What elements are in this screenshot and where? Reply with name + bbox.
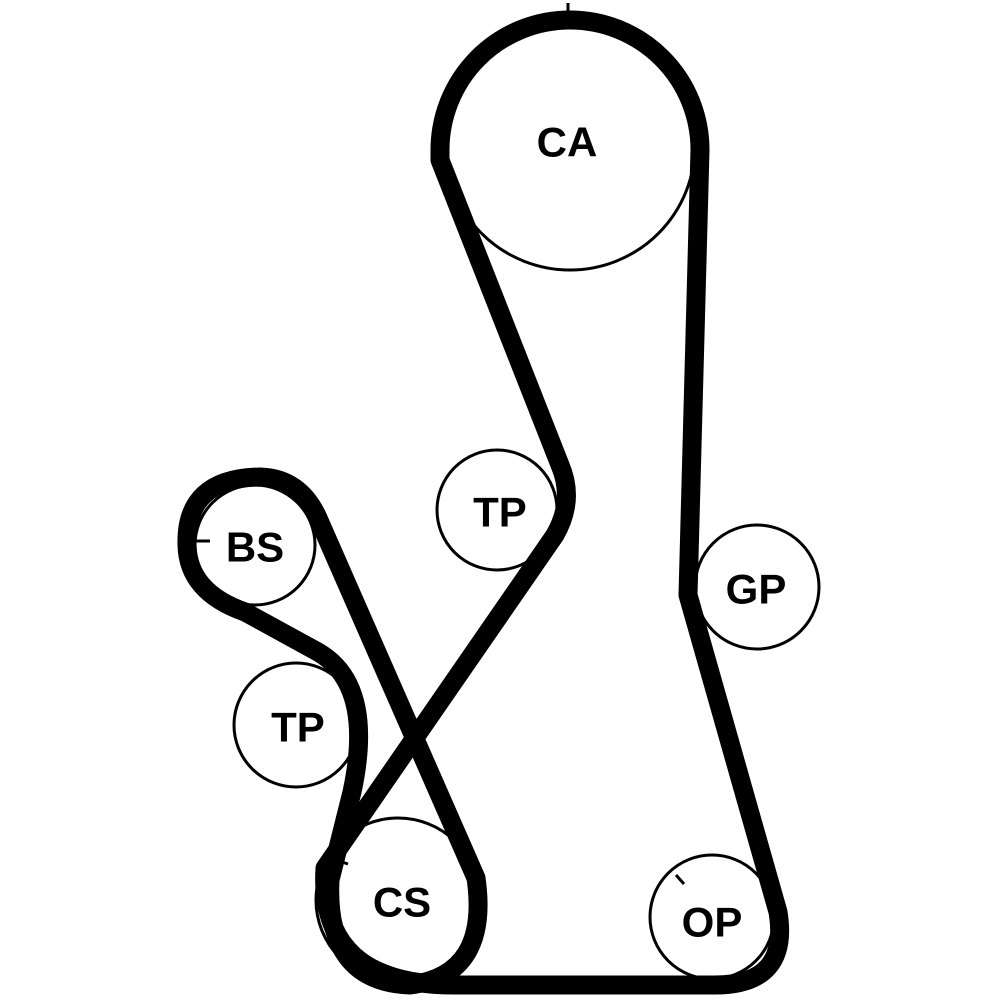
- pulley-gp: GP: [693, 523, 821, 651]
- pulley-label-bs: BS: [226, 524, 284, 571]
- pulley-label-ca: CA: [537, 119, 598, 166]
- pulley-tp-upper: TP: [435, 448, 559, 572]
- timing-mark-op: [674, 874, 686, 885]
- pulley-op: OP: [648, 853, 776, 981]
- pulley-label-tp-upper: TP: [473, 489, 527, 536]
- pulley-label-op: OP: [682, 899, 743, 946]
- timing-mark-cs: [335, 858, 349, 866]
- pulley-label-gp: GP: [726, 566, 787, 613]
- pulley-label-tp-lower: TP: [271, 704, 325, 751]
- pulley-tp-lower: TP: [232, 661, 360, 789]
- pulley-label-cs: CS: [373, 879, 431, 926]
- balance-shaft-belt: [177, 467, 488, 995]
- pulley-cs: CS: [314, 816, 482, 984]
